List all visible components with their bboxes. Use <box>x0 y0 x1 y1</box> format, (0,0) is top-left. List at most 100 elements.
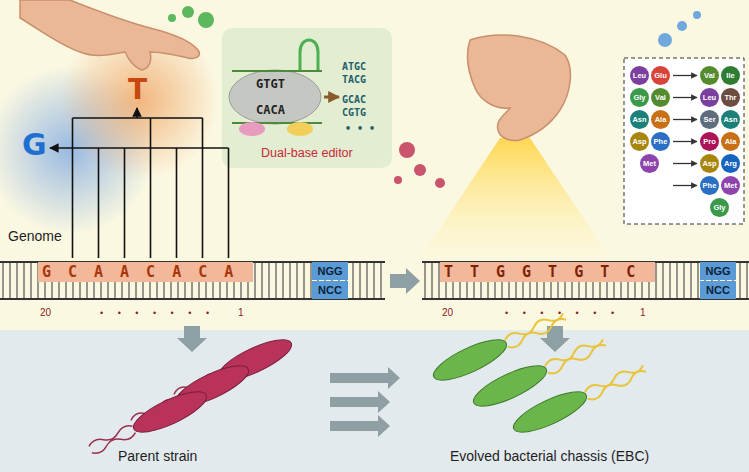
amino-acid-label: Gly <box>713 204 725 212</box>
blue-dots <box>658 11 701 47</box>
evolution-arrows <box>330 367 400 437</box>
pam-label: NGG <box>705 266 730 277</box>
green-dots <box>168 6 214 28</box>
pam-label: NCC <box>706 285 730 296</box>
amino-acid-label: Val <box>655 94 666 102</box>
parent-bacteria <box>85 332 296 460</box>
base-letters: GTGT <box>256 78 285 90</box>
panel-label: Parent strain <box>118 448 197 465</box>
ellipsis: • • • • • • • <box>505 309 620 318</box>
amino-acid-label: Glu <box>654 72 667 80</box>
evolved-bacteria <box>429 305 650 440</box>
amino-acid-circle: Gly <box>710 198 729 217</box>
base-letter: G <box>22 130 47 160</box>
left-hand <box>20 0 199 70</box>
amino-acid-circle: Ala <box>651 110 670 129</box>
amino-acid-circle: Met <box>640 154 659 173</box>
amino-acid-circle: Val <box>651 88 670 107</box>
amino-acid-label: Thr <box>724 94 736 102</box>
editor-label: Dual-base editor <box>261 146 353 161</box>
dna-backbone <box>0 262 749 299</box>
amino-acid-circle: Arg <box>721 154 740 173</box>
position-number: 1 <box>238 308 244 318</box>
amino-acid-label: Arg <box>724 160 737 168</box>
amino-acid-circle: Asn <box>721 110 740 129</box>
amino-acid-circle: Ser <box>700 110 719 129</box>
protein-body <box>229 70 321 124</box>
amino-acid-label: Val <box>704 72 715 80</box>
panel-label: Genome <box>8 228 62 245</box>
panel-band: Genome Dual-base editorGCAACACA NGG NCC TTGG… <box>0 0 749 330</box>
base-sequence: TTGGTGTC <box>444 265 652 280</box>
amino-acid-label: Phe <box>654 138 668 146</box>
amino-acid-label: Ala <box>655 116 667 124</box>
amino-acid-label: Met <box>643 160 656 168</box>
amino-acid-label: Gly <box>633 94 645 102</box>
pam-box: NCC <box>700 281 736 299</box>
pam-box: NCC <box>312 281 348 299</box>
amino-acid-label: Asp <box>702 160 716 168</box>
amino-acid-circle: Pro <box>700 132 719 151</box>
substitution-arrows <box>673 76 697 186</box>
base-letters: CACA <box>256 104 285 116</box>
base-letters: GCAC <box>342 95 366 105</box>
amino-acid-label: Asp <box>632 138 646 146</box>
editor-ground <box>222 28 392 168</box>
dna-strands <box>232 71 322 123</box>
amino-acid-frame <box>624 58 744 224</box>
base-letters: CGTG <box>342 108 366 118</box>
down-arrow <box>540 326 570 352</box>
amino-acid-circle: Phe <box>700 176 719 195</box>
base-sequence: GCAACACA <box>42 265 250 280</box>
panel-band: Parent strain Evolved bacterial chassis (… <box>0 330 749 472</box>
amino-acid-label: Asn <box>723 116 737 124</box>
position-number: 20 <box>40 308 51 318</box>
light-cone <box>420 138 610 258</box>
amino-acid-label: Phe <box>703 182 717 190</box>
red-dots <box>394 142 445 188</box>
amino-acid-label: Leu <box>703 94 716 102</box>
bottom-panel-ground <box>0 330 749 472</box>
amino-acid-label: Ala <box>725 138 737 146</box>
position-number: 20 <box>442 308 453 318</box>
editor-box: Dual-base editor <box>222 28 392 168</box>
amino-acid-circle: Ala <box>721 132 740 151</box>
deaminase <box>287 122 313 136</box>
pam-label: NGG <box>317 266 342 277</box>
amino-acid-label: Pro <box>703 138 716 146</box>
bracket-lines <box>50 108 229 258</box>
guide-rna <box>300 40 318 70</box>
amino-acid-circle: Thr <box>721 88 740 107</box>
amino-acid-circle: Met <box>721 176 740 195</box>
amino-acid-circle: Asp <box>630 132 649 151</box>
edit-arrow <box>390 268 420 294</box>
amino-acid-label: Leu <box>633 72 646 80</box>
amino-acid-label: Ser <box>703 116 715 124</box>
amino-acid-circle: Leu <box>700 88 719 107</box>
amino-acid-circle: Val <box>700 66 719 85</box>
amino-acid-label: Asn <box>632 116 646 124</box>
base-letters: ATGC <box>342 62 366 72</box>
ellipsis: • • • <box>345 124 375 134</box>
pam-box: NGG <box>312 262 348 280</box>
ellipsis: • • • • • • • <box>100 309 215 318</box>
panel-label: Evolved bacterial chassis (EBC) <box>450 448 649 465</box>
amino-acid-label: Ile <box>726 72 734 80</box>
pam-label: NCC <box>318 285 342 296</box>
sequence-box: TTGGTGTC <box>440 262 655 282</box>
amino-acid-circle: Phe <box>651 132 670 151</box>
amino-acid-circle: Leu <box>630 66 649 85</box>
top-panel-ground <box>0 0 749 330</box>
amino-acid-circle: Asp <box>700 154 719 173</box>
amino-acid-circle: Ile <box>721 66 740 85</box>
amino-acid-circle: Asn <box>630 110 649 129</box>
position-number: 1 <box>640 308 646 318</box>
right-hand <box>468 35 571 141</box>
base-letter: T <box>128 76 147 104</box>
deaminase <box>239 122 265 136</box>
amino-acid-label: Met <box>724 182 737 190</box>
sequence-box: GCAACACA <box>38 262 253 282</box>
editor-arrow <box>324 96 339 99</box>
amino-acid-circle: Glu <box>651 66 670 85</box>
dna-rungs <box>3 262 747 299</box>
